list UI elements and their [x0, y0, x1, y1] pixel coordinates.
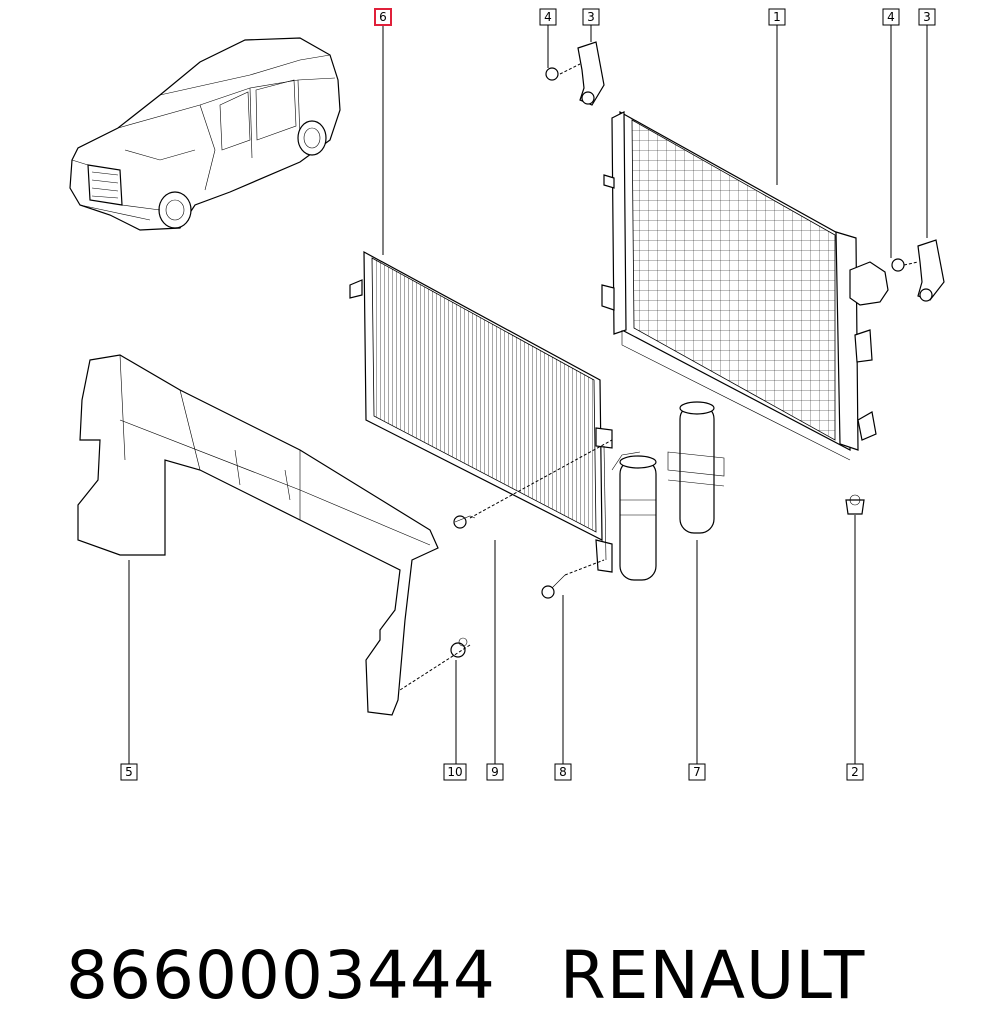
bracket-3-left: [577, 41, 605, 106]
nut-4-left: [545, 67, 559, 81]
callout-2-label: 2: [851, 765, 859, 779]
bracket-3-right: [917, 239, 945, 302]
callout-9-label: 9: [491, 765, 499, 779]
car-illustration: [69, 37, 341, 231]
callout-9: 9: [486, 763, 504, 781]
callout-5-label: 5: [125, 765, 133, 779]
callout-1-label: 1: [773, 10, 781, 24]
bolt-8: [541, 574, 566, 599]
condenser: [349, 250, 613, 573]
part-number: 8660003444: [65, 937, 496, 1014]
callout-2: 2: [846, 763, 864, 781]
callout-8: 8: [554, 763, 572, 781]
callout-3-label: 3: [923, 10, 931, 24]
callout-10: 10: [443, 763, 467, 781]
callout-10-label: 10: [447, 765, 462, 779]
callout-6: 6: [374, 8, 392, 26]
callout-7-label: 7: [693, 765, 701, 779]
callout-4-top-left: 4: [539, 8, 557, 26]
screw-9: [453, 515, 476, 529]
callout-3-top-left: 3: [582, 8, 600, 26]
callout-5: 5: [120, 763, 138, 781]
leader-lines: [128, 25, 928, 764]
callout-6-label: 6: [379, 10, 387, 24]
clip-10: [450, 637, 468, 658]
air-deflector: [77, 354, 439, 716]
callout-3-top-right: 3: [918, 8, 936, 26]
callout-3-label: 3: [587, 10, 595, 24]
callout-8-label: 8: [559, 765, 567, 779]
callout-4-top-right: 4: [882, 8, 900, 26]
nut-4-right: [891, 258, 905, 272]
brand-name: RENAULT: [559, 937, 866, 1014]
dehydration-bottle: [667, 401, 725, 534]
exploded-parts-diagram: 6 4 3 1 4 3 5 10 9 8 7 2: [69, 8, 945, 781]
callout-1: 1: [768, 8, 786, 26]
mount-2: [845, 494, 865, 515]
callout-4-label: 4: [544, 10, 552, 24]
radiator: [601, 110, 889, 461]
callout-7: 7: [688, 763, 706, 781]
callout-4-label: 4: [887, 10, 895, 24]
condenser-drier: [611, 451, 657, 581]
caption: 8660003444 RENAULT: [22, 860, 865, 1014]
